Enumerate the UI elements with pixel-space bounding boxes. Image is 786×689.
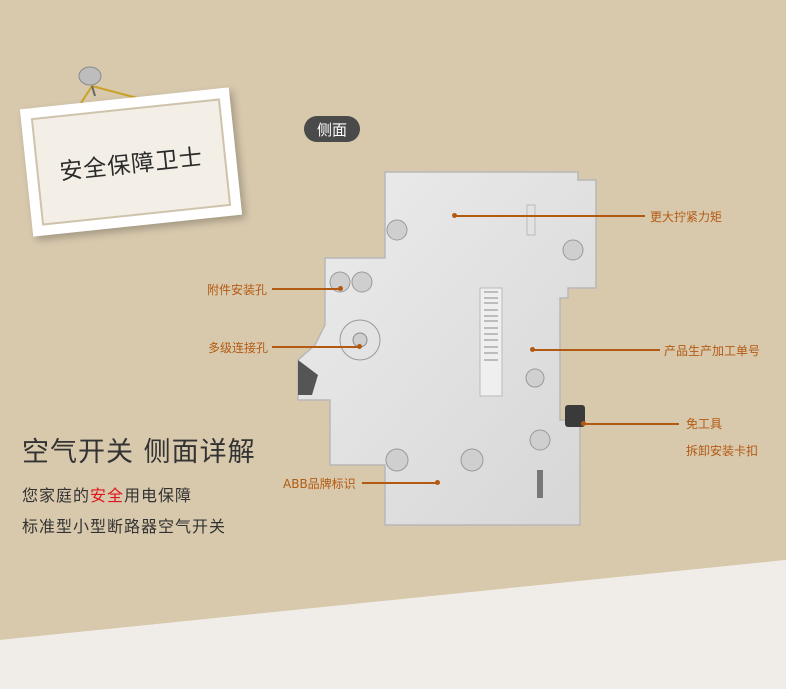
accessory-leader [272, 288, 340, 290]
subtitle-line-2: 标准型小型断路器空气开关 [22, 517, 227, 536]
toolfree-marker [581, 421, 586, 426]
serial-marker [530, 347, 535, 352]
callout-serial: 产品生产加工单号 [664, 344, 761, 358]
subtitle-line-1: 您家庭的安全用电保障 [22, 482, 192, 506]
line1-suffix: 用电保障 [124, 486, 193, 505]
toolfree-leader [584, 423, 679, 425]
callout-accessory: 附件安装孔 [207, 283, 268, 297]
multi-leader [272, 346, 360, 348]
callout-toolfree-1: 免工具 [686, 417, 723, 431]
accessory-marker [338, 286, 343, 291]
abb-marker [435, 480, 440, 485]
torque-marker [452, 213, 457, 218]
side-view-badge: 侧面 [304, 116, 360, 142]
callout-multi: 多级连接孔 [208, 341, 269, 355]
callout-abb: ABB品牌标识 [283, 477, 356, 491]
line1-prefix: 您家庭的 [22, 486, 91, 505]
torque-leader [455, 215, 645, 217]
callout-torque: 更大拧紧力矩 [650, 210, 723, 224]
callout-toolfree-2: 拆卸安装卡扣 [686, 444, 759, 458]
serial-leader [533, 349, 660, 351]
line1-highlight: 安全 [90, 486, 125, 505]
abb-leader [362, 482, 437, 484]
headline: 空气开关 侧面详解 [22, 437, 256, 468]
multi-marker [357, 344, 362, 349]
